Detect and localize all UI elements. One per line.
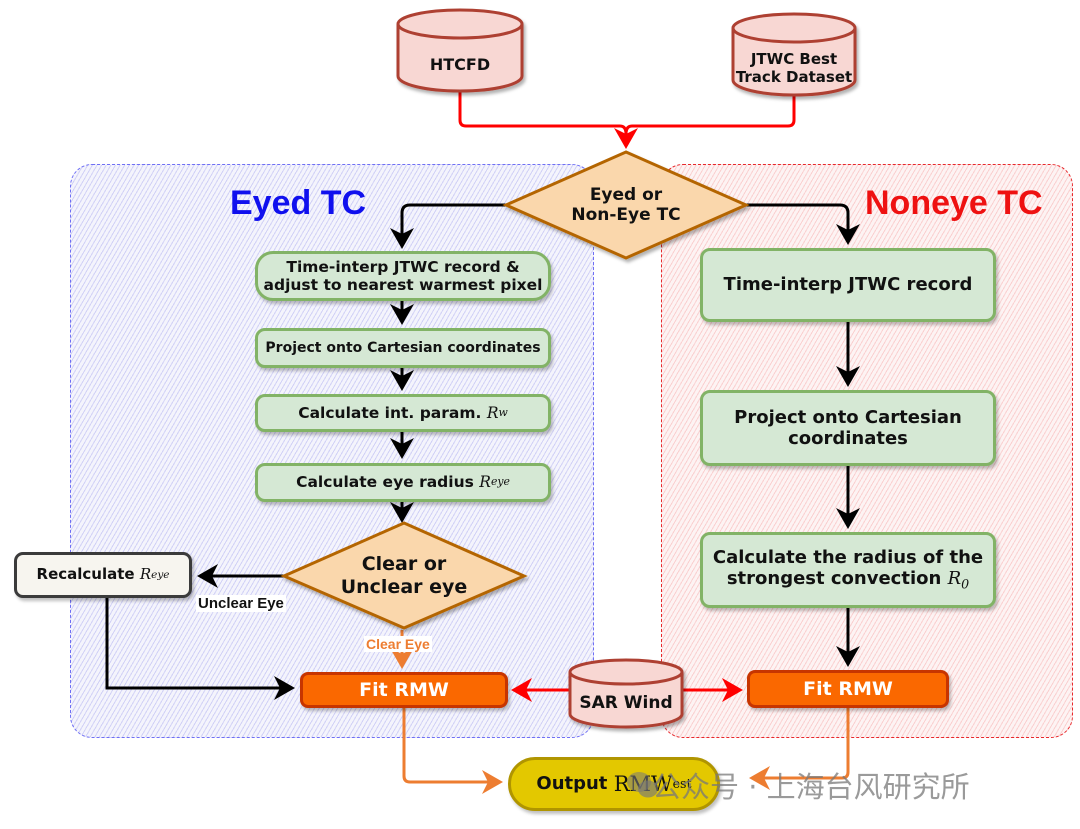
rw-subscript: w (498, 405, 508, 419)
eye-type-decision: Eyed or Non-Eye TC (526, 178, 726, 232)
edge-eyed-fit-to-output (402, 708, 503, 794)
htcfd-label: HTCFD (429, 55, 491, 75)
eye-type-decision-shape (502, 150, 750, 260)
noneye-step-project: Project onto Cartesian coordinates (700, 390, 996, 466)
recalc-symbol: R (139, 565, 152, 584)
noneye-step3-line1: Calculate the radius of the (712, 547, 984, 569)
noneye-step2-line1: Project onto Cartesian (734, 406, 962, 428)
output-subscript: est (672, 775, 692, 791)
watermark-text: 公众号 · 上海台风研究所 (652, 770, 970, 804)
edge-htcfd-to-decision (458, 92, 638, 149)
eyed-tc-title: Eyed TC (230, 184, 367, 222)
eye-type-line1: Eyed or (589, 184, 663, 205)
noneye-step3-line2: strongest convection R0 (727, 568, 969, 592)
edge-jtwc-to-decision (624, 96, 796, 135)
reye-symbol: R (479, 473, 491, 492)
eyed-step3-text: Calculate int. param. (298, 403, 482, 422)
jtwc-database-icon (731, 12, 857, 97)
eye-type-line2: Non-Eye TC (571, 205, 681, 225)
output-text: Output (536, 773, 608, 795)
eye-clarity-decision: Clear or Unclear eye (304, 548, 504, 604)
jtwc-label-line2: Track Dataset (735, 68, 853, 86)
r0-symbol: R (947, 568, 962, 590)
clarity-line1: Clear or (361, 553, 447, 576)
edge-recalc-to-fit (105, 598, 295, 700)
wechat-icon (627, 772, 658, 798)
noneye-step-calc-r0: Calculate the radius of the strongest co… (700, 532, 996, 608)
noneye-step2-line2: coordinates (788, 428, 908, 449)
eyed-step-project: Project onto Cartesian coordinates (255, 328, 551, 368)
eye-clarity-decision-shape (280, 521, 528, 630)
eyed-step4-text: Calculate eye radius (296, 473, 474, 492)
clear-eye-label: Clear Eye (364, 636, 432, 652)
edge-decision-to-eyed (390, 203, 508, 249)
edge-noneye-fit-to-output (749, 708, 850, 790)
noneye-fit-rmw: Fit RMW (747, 670, 949, 708)
sar-wind-label: SAR Wind (579, 692, 673, 713)
noneye-step3-line2-text: strongest convection (726, 568, 942, 590)
output-rmw-est: Output RMWest (508, 757, 720, 811)
recalc-subscript: eye (151, 568, 170, 581)
sar-wind-database-icon (568, 658, 684, 729)
noneye-step-time-interp: Time-interp JTWC record (700, 248, 996, 322)
jtwc-label-line1: JTWC Best (750, 50, 838, 68)
htcfd-database-icon (396, 8, 524, 93)
unclear-eye-label: Unclear Eye (196, 595, 286, 612)
edge-decision-to-noneye (745, 203, 860, 245)
reye-subscript: eye (490, 475, 510, 489)
jtwc-label: JTWC Best Track Dataset (733, 42, 855, 94)
rw-symbol: R (486, 403, 499, 422)
eyed-step1-line2: adjust to nearest warmest pixel (263, 276, 543, 294)
noneye-tc-title: Noneye TC (865, 184, 1043, 222)
eyed-step1-line1: Time-interp JTWC record & (286, 257, 520, 276)
eyed-fit-rmw: Fit RMW (300, 672, 508, 708)
eyed-step-time-interp: Time-interp JTWC record & adjust to near… (255, 251, 551, 301)
recalc-text: Recalculate (36, 565, 135, 584)
r0-subscript: 0 (961, 576, 970, 592)
clarity-line2: Unclear eye (340, 576, 468, 598)
